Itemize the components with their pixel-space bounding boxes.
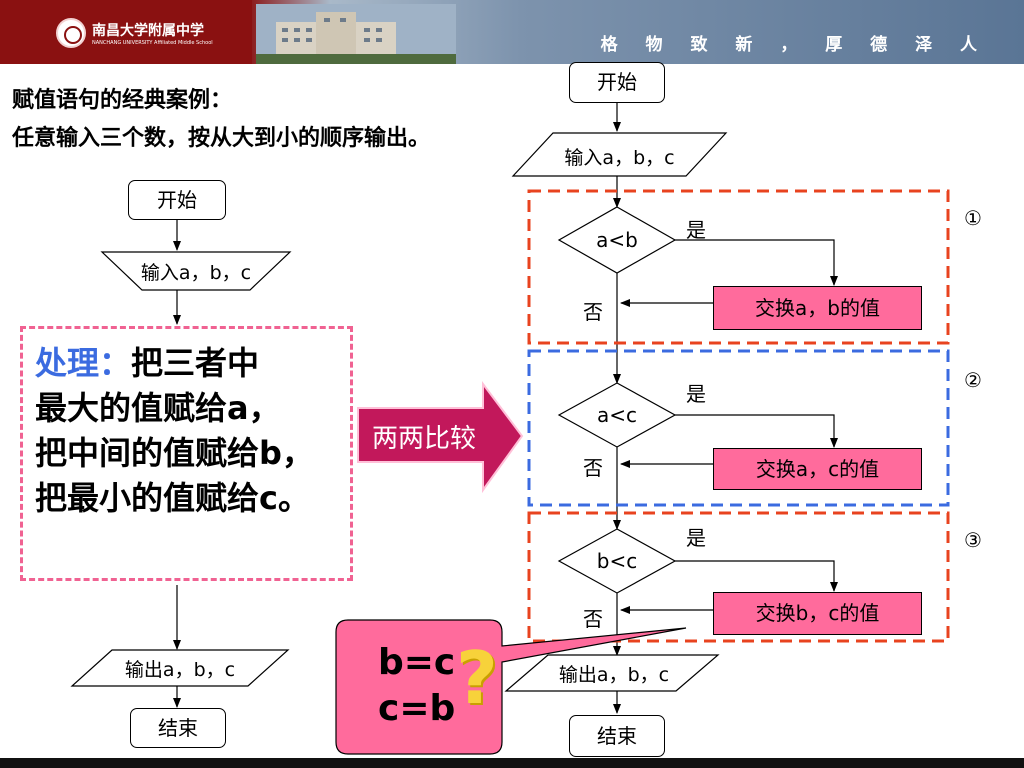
process-label: 处理： <box>35 344 132 382</box>
process-line-3: 把中间的值赋给b， <box>35 434 314 472</box>
bottom-bar <box>0 758 1024 768</box>
right-input-label: 输入a，b，c <box>564 147 675 169</box>
step-2-marker: ② <box>964 368 982 392</box>
logo-area <box>0 0 252 64</box>
right-start-terminal: 开始 <box>569 62 665 103</box>
school-name-en: NANCHANG UNIVERSITY Affiliated Middle Sc… <box>92 40 213 46</box>
swap-box-3: 交换b，c的值 <box>713 592 922 635</box>
header-banner: 南昌大学附属中学 NANCHANG UNIVERSITY Affiliated … <box>0 0 1024 64</box>
no-label-1: 否 <box>583 300 603 324</box>
right-end-terminal: 结束 <box>569 715 665 757</box>
right-output-label: 输出a，b，c <box>558 664 670 686</box>
right-start-label: 开始 <box>597 70 637 94</box>
school-motto: 格 物 致 新 ， 厚 德 泽 人 <box>600 35 988 55</box>
swap-box-1: 交换a，b的值 <box>713 286 922 330</box>
process-description: 处理：把三者中 最大的值赋给a， 把中间的值赋给b， 把最小的值赋给c。 <box>35 341 314 521</box>
yes-label-2: 是 <box>686 382 706 406</box>
slide-title: 赋值语句的经典案例： <box>12 87 233 113</box>
left-end-label: 结束 <box>158 716 198 740</box>
step-1-marker: ① <box>964 206 982 230</box>
school-name: 南昌大学附属中学 <box>92 23 204 39</box>
process-line-4: 把最小的值赋给c。 <box>35 479 310 517</box>
left-input-label: 输入a，b，c <box>140 262 252 284</box>
callout-line-1: b=c <box>378 642 456 683</box>
left-start-label: 开始 <box>157 188 197 212</box>
right-end-label: 结束 <box>597 724 637 748</box>
school-seal-icon <box>56 18 86 48</box>
callout-text: b=c c=b <box>378 640 455 732</box>
left-end-terminal: 结束 <box>130 708 226 748</box>
process-line-2: 最大的值赋给a， <box>35 389 281 427</box>
yes-label-3: 是 <box>686 526 706 550</box>
left-output-label: 输出a，b，c <box>124 659 236 681</box>
task-description: 任意输入三个数，按从大到小的顺序输出。 <box>12 125 431 151</box>
diamond-1-condition: a<b <box>596 228 638 252</box>
diamond-2-condition: a<c <box>596 403 637 427</box>
step-3-marker: ③ <box>964 528 982 552</box>
swap-box-2: 交换a，c的值 <box>713 448 922 490</box>
campus-building-image <box>256 4 456 64</box>
no-label-2: 否 <box>583 456 603 480</box>
process-box: 处理：把三者中 最大的值赋给a， 把中间的值赋给b， 把最小的值赋给c。 <box>20 326 353 581</box>
callout-line-2: c=b <box>378 688 456 729</box>
compare-arrow-label: 两两比较 <box>372 424 477 454</box>
diamond-3-condition: b<c <box>596 549 638 573</box>
left-start-terminal: 开始 <box>128 180 226 220</box>
question-mark-icon: ? <box>456 636 498 720</box>
process-line-1: 把三者中 <box>131 344 260 382</box>
no-label-3: 否 <box>583 607 603 631</box>
yes-label-1: 是 <box>686 218 706 242</box>
